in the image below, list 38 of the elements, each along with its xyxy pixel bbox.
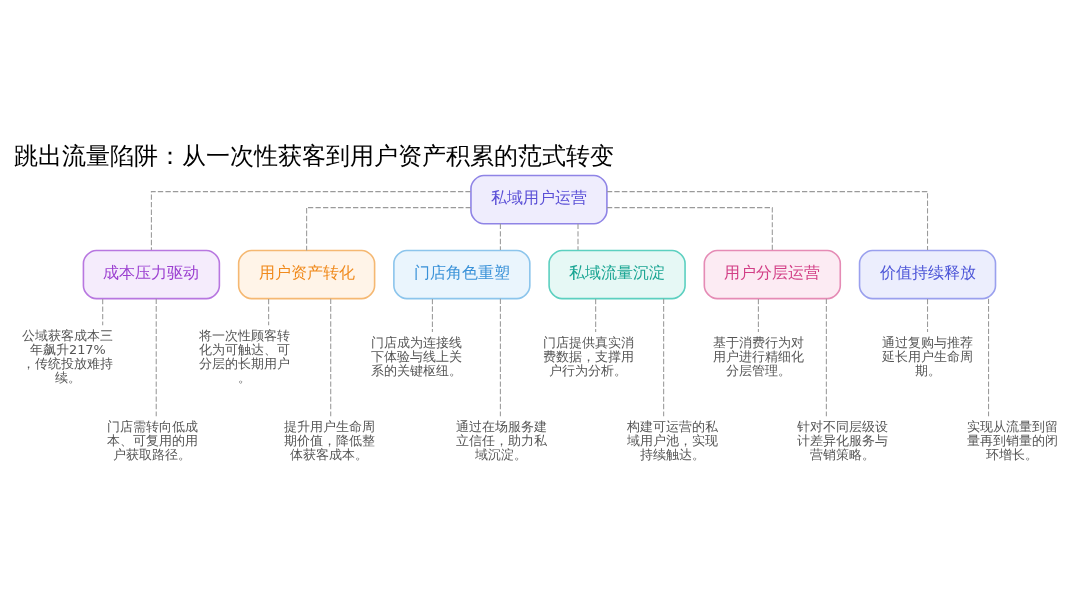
connector [499, 298, 501, 417]
connector [595, 298, 597, 333]
connector [825, 298, 827, 417]
node-box: 成本压力驱动 [82, 249, 221, 300]
connector [150, 191, 472, 251]
node-text: 门店提供真实消费数据，支撑用户行为分析。 [542, 334, 634, 378]
connector [927, 298, 929, 333]
connector [663, 298, 665, 417]
connector [431, 298, 433, 333]
connector [606, 191, 929, 251]
connector [155, 298, 157, 417]
connector [606, 207, 773, 251]
diagram-title: 跳出流量陷阱：从一次性获客到用户资产积累的范式转变 [13, 142, 614, 171]
node-box: 私域流量沉淀 [548, 249, 686, 300]
connector [306, 207, 472, 251]
connector [330, 298, 332, 417]
node-box: 私域用户运营 [470, 174, 608, 225]
node-text: 公域获客成本三年飙升217%，传统投放难持续。 [22, 327, 114, 385]
node-text: 门店成为连接线下体验与线上关系的关键枢纽。 [371, 334, 463, 378]
node-text: 实现从流量到留量再到销量的闭环增长。 [966, 418, 1058, 462]
connector [499, 223, 501, 251]
node-box: 价值持续释放 [858, 249, 997, 300]
connector [102, 298, 104, 326]
node-text: 通过复购与推荐延长用户生命周期。 [882, 334, 974, 378]
node-text: 构建可运营的私域用户池，实现持续触达。 [627, 418, 719, 462]
node-text: 通过在场服务建立信任，助力私域沉淀。 [455, 418, 547, 462]
connector [757, 298, 759, 333]
node-box: 用户分层运营 [703, 249, 842, 300]
node-text: 将一次性顾客转化为可触达、可分层的长期用户。 [199, 327, 291, 385]
connector [268, 298, 270, 326]
node-text: 基于消费行为对用户进行精细化分层管理。 [712, 334, 804, 378]
node-text: 门店需转向低成本、可复用的用户获取路径。 [106, 418, 198, 462]
node-box: 门店角色重塑 [393, 249, 531, 300]
node-text: 针对不同层级设计差异化服务与营销策略。 [797, 418, 889, 462]
node-box: 用户资产转化 [237, 249, 376, 300]
node-text: 提升用户生命周期价值，降低整体获客成本。 [283, 418, 375, 462]
connector [577, 223, 579, 251]
connector [988, 298, 990, 417]
